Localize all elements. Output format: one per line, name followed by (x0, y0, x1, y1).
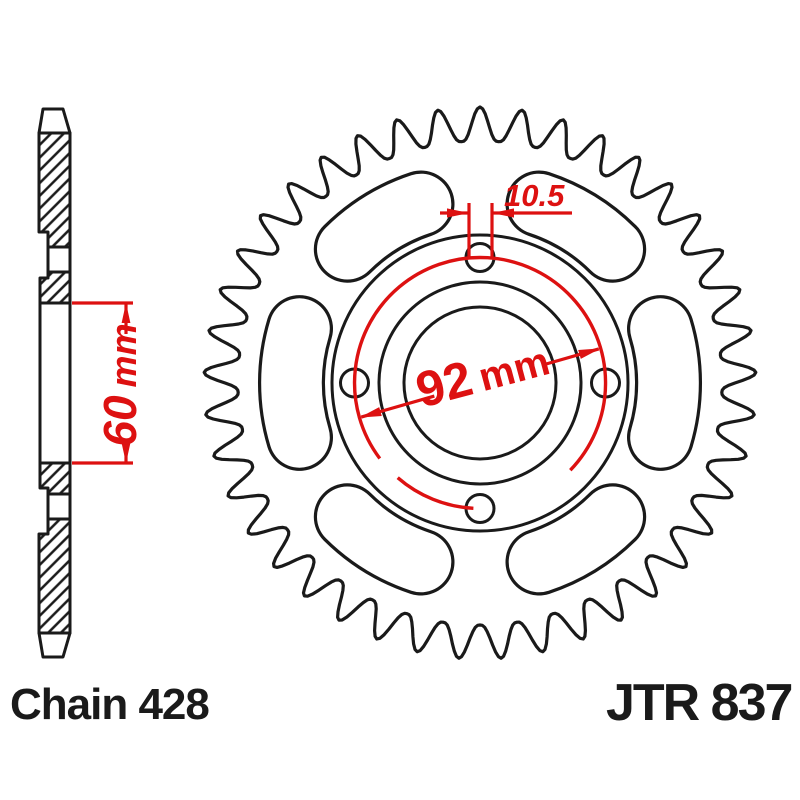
profile-lower-flange (38, 461, 72, 496)
chain-size-label: Chain 428 (10, 680, 210, 729)
lightening-slot (261, 298, 330, 468)
dimension-arrow (121, 303, 131, 323)
red-dimension-overlay (352, 203, 608, 510)
dimension-hub-width: 60 mm (94, 320, 146, 450)
lightening-slot (317, 173, 452, 280)
lightening-slot (317, 486, 452, 593)
hole-diameter-value: 10.5 (504, 178, 565, 213)
bolt-circle-arc (396, 476, 474, 510)
dimension-hole-diameter: 10.5 (504, 180, 564, 211)
dimension-arrow (447, 208, 469, 218)
sprocket-front-view (202, 105, 758, 660)
profile-upper-plate (37, 131, 72, 249)
dimension-arrow (578, 348, 601, 359)
sprocket-side-profile (37, 107, 72, 659)
profile-upper-flange (38, 270, 72, 305)
profile-bottom-tooth (37, 631, 72, 659)
lightening-slot (630, 298, 699, 468)
profile-lower-plate (37, 517, 72, 635)
profile-top-tooth (37, 107, 72, 135)
profile-hub-center (38, 301, 72, 465)
dimension-arrow (121, 443, 131, 463)
dimension-arrow (359, 407, 382, 418)
profile-lower-spacer (46, 492, 72, 521)
lightening-slot (508, 173, 643, 280)
hub-width-value: 60 (94, 395, 146, 447)
profile-upper-spacer (46, 245, 72, 274)
dimension-arrow (492, 208, 514, 218)
model-number-label: JTR 837 (606, 674, 793, 732)
hub-width-unit: mm (103, 323, 144, 388)
hub-circle (402, 305, 558, 461)
lightening-slot (508, 486, 643, 593)
hub-width-dimension (72, 301, 133, 465)
bolt-circle-arc (352, 255, 608, 472)
